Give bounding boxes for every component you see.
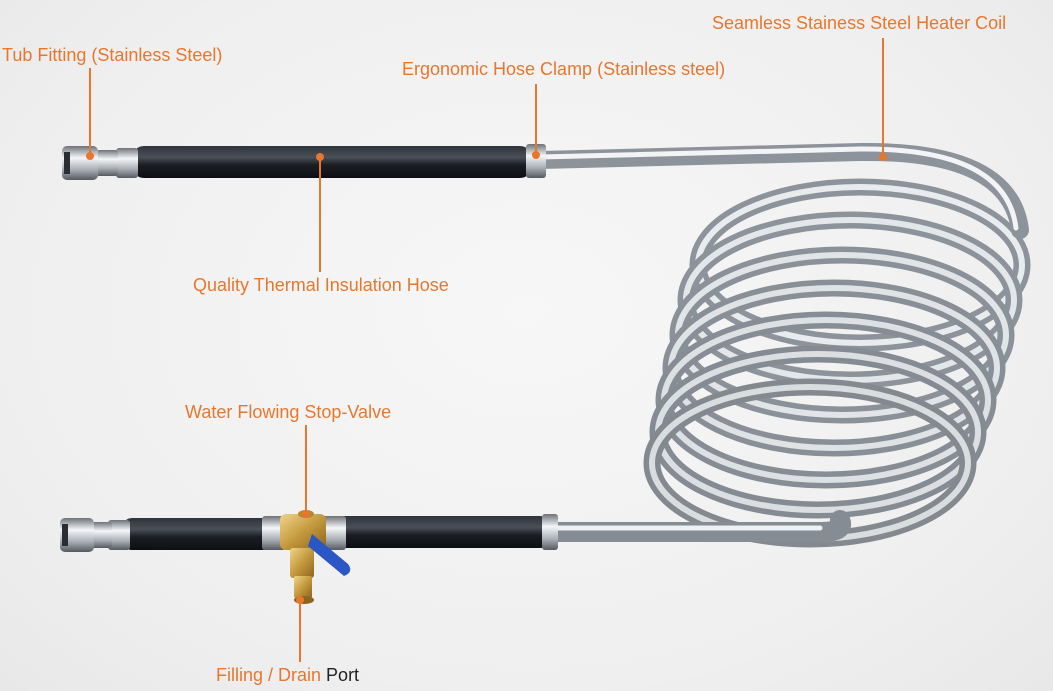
bottom-steel-pipe xyxy=(538,510,851,542)
drain-port-label-prefix: Filling / Drain xyxy=(216,665,322,685)
bottom-hose-assembly xyxy=(60,510,558,604)
bottom-hose-clamp xyxy=(542,514,558,550)
drain-port-label-suffix: Port xyxy=(326,665,360,685)
drain-port-label: Filling / Drain Port xyxy=(216,664,359,686)
top-hose-clamp xyxy=(526,144,546,178)
heater-coil xyxy=(643,178,1031,548)
top-steel-pipe xyxy=(531,142,1029,239)
stop-valve-body xyxy=(262,510,351,604)
heater-coil-label: Seamless Stainess Steel Heater Coil xyxy=(712,13,1007,33)
top-hose-assembly xyxy=(62,144,546,180)
top-insulation-hose xyxy=(132,146,532,178)
bottom-tub-fitting xyxy=(60,518,94,552)
callout-dots xyxy=(86,151,887,604)
callout-leader-lines xyxy=(89,38,884,662)
bottom-insulation-hose-left xyxy=(122,518,272,550)
tub-fitting-label: Tub Fitting (Stainless Steel) xyxy=(2,45,223,65)
insulation-hose-label: Quality Thermal Insulation Hose xyxy=(193,275,449,295)
bottom-insulation-hose-right xyxy=(330,516,550,548)
stop-valve-label: Water Flowing Stop-Valve xyxy=(185,402,392,422)
hose-clamp-label: Ergonomic Hose Clamp (Stainless steel) xyxy=(402,59,726,79)
